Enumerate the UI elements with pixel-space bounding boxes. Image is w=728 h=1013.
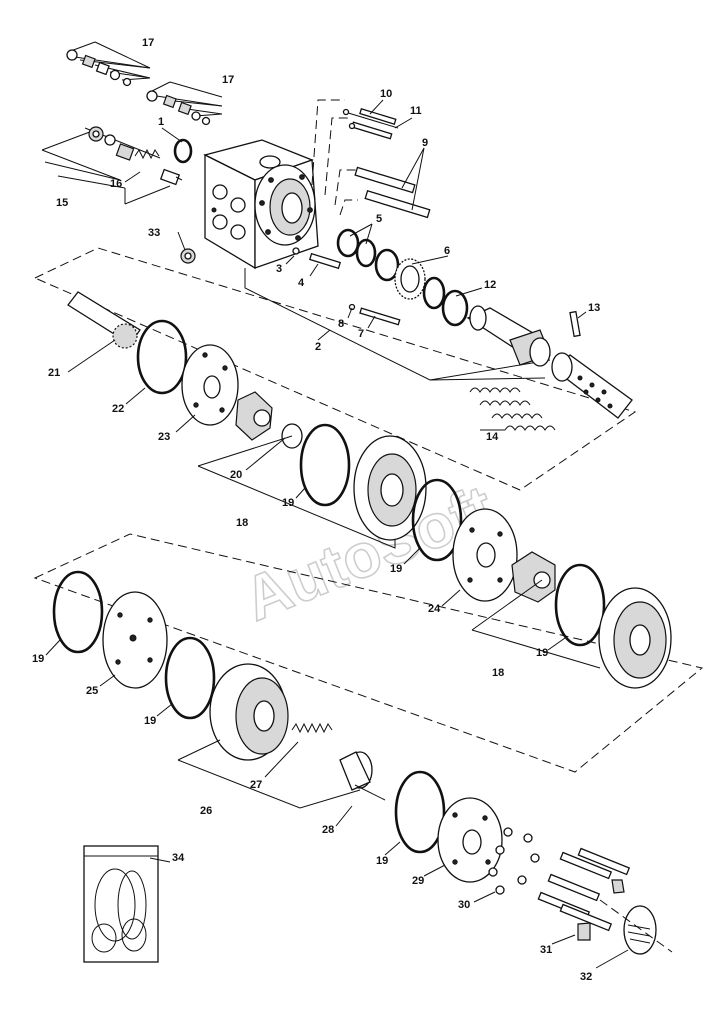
drive-shaft-21	[67, 291, 141, 349]
callout-17-mid: 17	[222, 74, 234, 86]
valve-group-17-mid	[146, 81, 223, 126]
callout-5: 5	[376, 213, 382, 225]
pin-10	[342, 108, 399, 129]
wear-plate-24	[452, 508, 518, 602]
callout-1: 1	[158, 116, 164, 128]
callout-19-e: 19	[376, 855, 388, 867]
gerotor-18-upper	[353, 435, 427, 541]
pins-8-7	[348, 303, 401, 326]
callout-16: 16	[110, 178, 122, 190]
o-ring-19f	[554, 563, 606, 647]
callout-18-a: 18	[236, 517, 248, 529]
callout-3: 3	[276, 263, 282, 275]
group-26-bracket	[177, 739, 361, 809]
callout-14: 14	[486, 431, 499, 443]
callout-19-a: 19	[282, 497, 294, 509]
thrust-bearing-6	[374, 248, 446, 310]
callout-20: 20	[230, 469, 242, 481]
rotor-18-lower	[511, 551, 556, 603]
o-ring-19d	[164, 636, 216, 720]
pin-11	[348, 121, 393, 140]
o-ring-5a	[336, 228, 360, 258]
callout-22: 22	[112, 403, 124, 415]
callout-4: 4	[298, 277, 305, 289]
rotor-set-26	[209, 663, 289, 761]
o-ring-19b	[411, 478, 463, 562]
callout-31: 31	[540, 944, 552, 956]
valve-group-17-top	[66, 41, 151, 87]
main-housing	[203, 139, 319, 270]
callout-34: 34	[172, 852, 185, 864]
callout-29: 29	[412, 875, 424, 887]
spool-12-shaft	[466, 305, 551, 367]
o-ring-5b	[355, 238, 377, 268]
group-18-bracket	[471, 579, 601, 669]
callout-25: 25	[86, 685, 98, 697]
callout-19-c: 19	[32, 653, 44, 665]
callout-33: 33	[148, 227, 160, 239]
callout-10: 10	[380, 88, 392, 100]
callout-30: 30	[458, 899, 470, 911]
plate-32	[599, 899, 673, 955]
callout-15: 15	[56, 197, 68, 209]
sleeve	[551, 352, 633, 419]
bolts-31	[537, 847, 631, 941]
callout-7: 7	[358, 328, 364, 340]
o-ring-19a	[299, 423, 351, 507]
callout-23: 23	[158, 431, 170, 443]
pin-13	[569, 310, 581, 338]
callout-9: 9	[422, 137, 428, 149]
o-ring-22	[136, 319, 188, 395]
o-ring-1	[173, 138, 193, 164]
spring-27	[291, 722, 333, 734]
callout-11: 11	[410, 105, 422, 117]
callout-19-d: 19	[144, 715, 156, 727]
pin-guide-lines	[311, 99, 360, 216]
centering-springs-14	[469, 387, 556, 431]
manifold-plate-25	[102, 591, 168, 689]
callout-12: 12	[484, 279, 496, 291]
valve-group-15-16	[41, 126, 183, 205]
leader-lines	[45, 99, 629, 969]
callout-2: 2	[315, 341, 321, 353]
callout-24: 24	[428, 603, 441, 615]
pins-9	[354, 166, 431, 219]
callout-8: 8	[338, 318, 344, 330]
group-2-bracket	[244, 268, 551, 381]
callout-13: 13	[588, 302, 600, 314]
o-ring-19c	[52, 570, 104, 654]
plug-33	[180, 248, 196, 264]
seal-kit-34	[83, 845, 159, 963]
check-valve-28	[339, 751, 386, 801]
pins-3-4	[292, 247, 342, 270]
callout-32: 32	[580, 971, 592, 983]
callout-19-f: 19	[536, 647, 548, 659]
lower-assembly-outline	[33, 533, 704, 773]
callout-18-b: 18	[492, 667, 504, 679]
upper-assembly-outline	[33, 247, 637, 491]
callout-17-top: 17	[142, 37, 154, 49]
callout-28: 28	[322, 824, 334, 836]
washers-30	[488, 827, 540, 895]
o-ring-12	[441, 289, 469, 327]
callout-19-b: 19	[390, 563, 402, 575]
gerotor-18-lower	[598, 587, 672, 689]
callout-26: 26	[200, 805, 212, 817]
wear-plate-23	[181, 344, 239, 426]
o-ring-19e	[394, 770, 446, 854]
end-cap-29	[437, 797, 503, 883]
callout-6: 6	[444, 245, 450, 257]
callout-27: 27	[250, 779, 262, 791]
callout-21: 21	[48, 367, 60, 379]
rotor-20	[235, 391, 303, 449]
